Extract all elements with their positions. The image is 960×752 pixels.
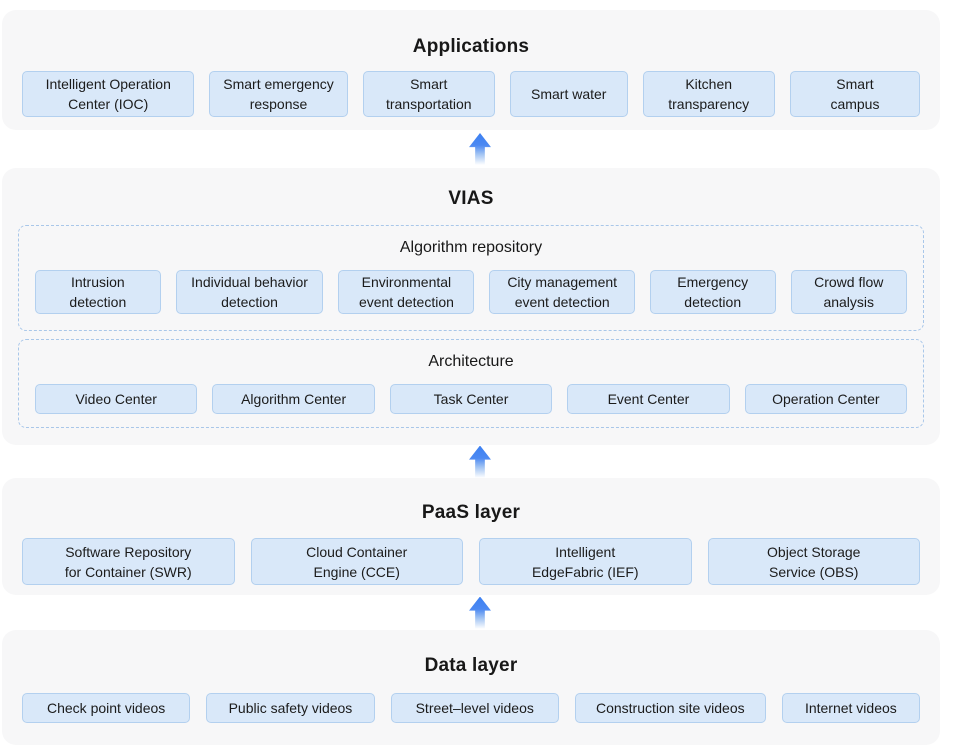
chip-construction-site-videos: Construction site videos <box>574 693 766 723</box>
arrow-gap <box>0 445 960 478</box>
up-arrow-icon <box>469 445 491 478</box>
chip-intrusion-detection: Intrusion detection <box>35 270 161 314</box>
applications-chip-row: Intelligent Operation Center (IOC) Smart… <box>22 71 921 117</box>
chip-internet-videos: Internet videos <box>781 693 920 723</box>
chip-street-level-videos: Street–level videos <box>390 693 559 723</box>
arrow-gap <box>0 130 960 168</box>
algorithm-chip-row: Intrusion detection Individual behavior … <box>35 270 907 314</box>
chip-obs: Object Storage Service (OBS) <box>707 538 920 585</box>
group-architecture: Architecture Video Center Algorithm Cent… <box>18 339 924 428</box>
architecture-chip-row: Video Center Algorithm Center Task Cente… <box>35 384 908 414</box>
chip-environmental-event-detection: Environmental event detection <box>338 270 475 314</box>
paas-chip-row: Software Repository for Container (SWR) … <box>22 538 920 585</box>
chip-smart-campus: Smart campus <box>789 71 921 117</box>
vias-title: VIAS <box>448 188 494 209</box>
up-arrow-icon <box>469 133 491 165</box>
chip-kitchen-transparency: Kitchen transparency <box>642 71 775 117</box>
chip-video-center: Video Center <box>35 384 198 414</box>
arrow-gap <box>0 595 960 630</box>
paas-title: PaaS layer <box>421 502 521 523</box>
algorithm-repository-title: Algorithm repository <box>399 239 543 256</box>
chip-city-management-event-detection: City management event detection <box>489 270 635 314</box>
chip-event-center: Event Center <box>567 384 730 414</box>
chip-swr: Software Repository for Container (SWR) <box>22 538 235 585</box>
chip-smart-transportation: Smart transportation <box>362 71 495 117</box>
layer-data: Data layer Check point videos Public saf… <box>2 630 940 745</box>
chip-ief: Intelligent EdgeFabric (IEF) <box>479 538 692 585</box>
chip-check-point-videos: Check point videos <box>22 693 191 723</box>
layer-applications: Applications Intelligent Operation Cente… <box>2 10 940 130</box>
chip-cce: Cloud Container Engine (CCE) <box>250 538 463 585</box>
chip-intelligent-operation-center: Intelligent Operation Center (IOC) <box>22 71 195 117</box>
layer-vias: VIAS Algorithm repository Intrusion dete… <box>2 168 940 445</box>
architecture-title: Architecture <box>428 353 514 370</box>
layer-paas: PaaS layer Software Repository for Conta… <box>2 478 940 595</box>
chip-smart-emergency-response: Smart emergency response <box>209 71 348 117</box>
applications-title: Applications <box>412 36 530 57</box>
chip-operation-center: Operation Center <box>744 384 908 414</box>
chip-public-safety-videos: Public safety videos <box>206 693 375 723</box>
data-chip-row: Check point videos Public safety videos … <box>22 693 920 723</box>
chip-task-center: Task Center <box>389 384 553 414</box>
up-arrow-icon <box>469 596 491 629</box>
group-algorithm-repository: Algorithm repository Intrusion detection… <box>18 225 924 331</box>
chip-algorithm-center: Algorithm Center <box>212 384 375 414</box>
data-layer-title: Data layer <box>424 655 518 676</box>
chip-crowd-flow-analysis: Crowd flow analysis <box>790 270 907 314</box>
chip-smart-water: Smart water <box>509 71 628 117</box>
chip-individual-behavior-detection: Individual behavior detection <box>175 270 324 314</box>
chip-emergency-detection: Emergency detection <box>649 270 776 314</box>
